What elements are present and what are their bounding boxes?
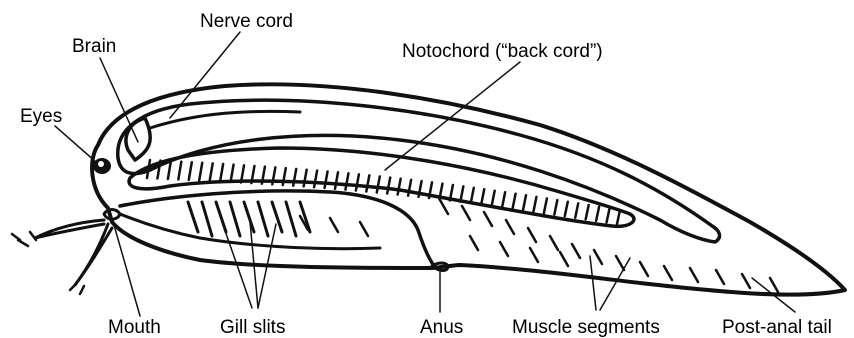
muscle-segment — [560, 252, 568, 266]
muscle-segment — [594, 250, 602, 264]
notochord-segment — [523, 195, 526, 210]
notochord-segment — [586, 205, 589, 219]
muscle-segment — [550, 236, 558, 250]
notochord-segment — [199, 163, 202, 181]
leader-muscle-2 — [600, 258, 630, 310]
muscle-segment — [690, 268, 698, 282]
muscle-segment — [500, 242, 508, 256]
muscle-segment — [360, 222, 368, 236]
notochord-segment — [502, 192, 505, 207]
label-muscle-segments: Muscle segments — [512, 317, 660, 338]
notochord-segment — [178, 162, 181, 180]
notochord-segment — [575, 203, 578, 217]
label-gill-slits: Gill slits — [220, 317, 285, 338]
notochord-segment — [325, 171, 328, 187]
notochord-segment — [210, 163, 213, 180]
notochord-segment — [460, 186, 463, 201]
notochord-segment — [617, 210, 620, 224]
leader-muscle-1 — [590, 256, 596, 310]
label-mouth: Mouth — [108, 317, 161, 338]
notochord-segment — [544, 198, 547, 213]
leader-nerve-cord — [170, 32, 240, 118]
gill-slits — [188, 202, 310, 236]
muscle-segment — [640, 262, 648, 276]
notochord-segment — [356, 174, 359, 190]
muscle-segment — [716, 270, 724, 284]
notochord-segment — [565, 202, 568, 216]
notochord-segment — [345, 173, 348, 189]
oral-tentacles — [12, 220, 112, 294]
leader-lines — [55, 32, 795, 316]
notochord-segment — [147, 160, 150, 178]
pharynx-and-gut — [120, 191, 448, 271]
muscle-segment — [462, 206, 470, 220]
gill-slit — [202, 202, 212, 236]
notochord-segment — [335, 172, 338, 188]
label-anus: Anus — [420, 317, 463, 338]
label-notochord: Notochord (“back cord”) — [402, 41, 603, 62]
muscle-segment — [572, 244, 580, 258]
muscle-segment — [506, 220, 514, 234]
notochord-segment — [398, 179, 401, 195]
notochord-segment — [481, 189, 484, 204]
notochord-segment — [554, 200, 557, 215]
label-post-anal-tail: Post-anal tail — [722, 317, 832, 338]
notochord-segment — [168, 161, 171, 179]
notochord-segment — [366, 175, 369, 191]
muscle-segment — [530, 248, 538, 262]
muscle-segment — [484, 212, 492, 226]
notochord-segment — [231, 165, 234, 182]
notochord-segment — [314, 171, 317, 188]
notochord-segment — [607, 208, 610, 222]
notochord-segment — [596, 207, 599, 221]
notochord-segment — [533, 197, 536, 212]
notochord-segment — [304, 170, 307, 187]
muscle-segment — [470, 236, 478, 250]
gill-slit — [230, 202, 240, 236]
notochord-segment — [220, 164, 223, 181]
gill-slit — [272, 202, 282, 232]
muscle-segment — [770, 278, 778, 292]
notochord-segment — [377, 176, 380, 192]
notochord-segment — [513, 194, 516, 209]
muscle-segment — [664, 266, 672, 280]
notochord-segment — [387, 178, 390, 194]
muscle-segment — [440, 200, 448, 214]
label-nerve-cord: Nerve cord — [200, 11, 293, 32]
gill-slit — [286, 202, 296, 236]
label-eyes: Eyes — [20, 106, 62, 127]
notochord-segment — [492, 191, 495, 206]
muscle-segment — [616, 256, 624, 270]
gill-slit — [244, 202, 254, 232]
muscle-segment — [330, 218, 338, 232]
label-brain: Brain — [72, 36, 116, 57]
notochord-segment — [189, 162, 192, 180]
muscle-segment — [528, 228, 536, 242]
leader-eyes — [55, 126, 96, 162]
notochord-segment — [471, 188, 474, 203]
gill-slit — [188, 202, 198, 232]
muscle-segment — [742, 274, 750, 288]
gill-slit — [258, 202, 268, 236]
